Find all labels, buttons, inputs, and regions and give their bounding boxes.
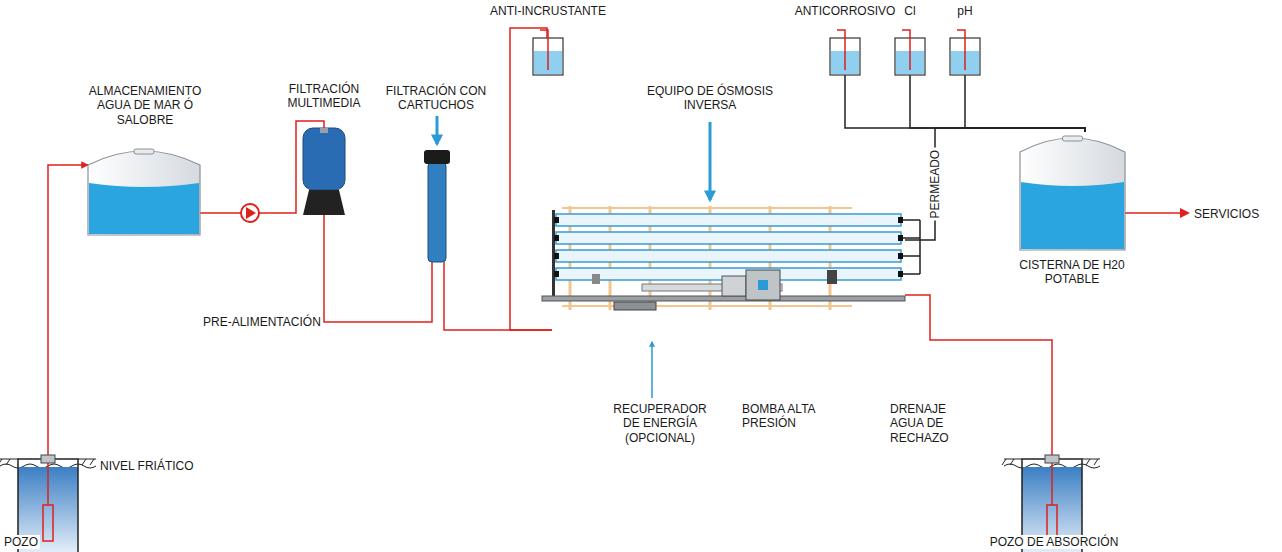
dosing-line bbox=[837, 30, 845, 70]
high-pressure-pump bbox=[746, 270, 780, 300]
end-cap bbox=[554, 217, 559, 223]
equipment-graphic bbox=[533, 38, 563, 75]
equipment-graphic bbox=[950, 38, 980, 75]
equipment-node: POZO DE ABSORCIÓN bbox=[1022, 455, 1082, 552]
equipment-node: FILTRACIÓN CON CARTUCHOS bbox=[424, 150, 450, 262]
energy-recovery bbox=[614, 302, 656, 310]
permeate-manifold bbox=[901, 220, 920, 274]
feed-pump bbox=[241, 204, 259, 222]
equipment-node: POZO bbox=[18, 455, 78, 552]
callout-label: SERVICIOS bbox=[1194, 207, 1259, 221]
callout-label: PRE-ALIMENTACIÓN bbox=[203, 315, 321, 329]
pointer-arrow bbox=[709, 122, 712, 200]
membrane-vessel bbox=[556, 214, 901, 226]
equipment-graphic bbox=[424, 150, 450, 262]
equipment-label: POZO DE ABSORCIÓN bbox=[982, 535, 1126, 549]
equipment-label: FILTRACIÓN CON CARTUCHOS bbox=[380, 84, 492, 113]
equipment-label: ANTI-INCRUSTANTE bbox=[480, 4, 616, 18]
pipe-connector bbox=[910, 75, 1085, 132]
equipment-label: ANTICORROSIVO bbox=[790, 4, 900, 18]
equipment-node: Cl bbox=[895, 38, 925, 75]
equipment-node: FILTRACIÓN MULTIMEDIA bbox=[303, 128, 345, 215]
equipment-label: EQUIPO DE ÓSMOSIS INVERSA bbox=[640, 84, 780, 113]
callout-label: RECUPERADOR DE ENERGÍA (OPCIONAL) bbox=[605, 402, 715, 445]
wellhead bbox=[1045, 455, 1059, 463]
equipment-node: CISTERNA DE H20 POTABLE bbox=[1020, 132, 1125, 250]
equipment-graphic bbox=[895, 38, 925, 75]
equipment-label: POZO bbox=[2, 535, 40, 549]
equipment-label: Cl bbox=[898, 4, 922, 18]
membrane-vessel bbox=[556, 250, 901, 262]
equipment-node: pH bbox=[950, 38, 980, 75]
tank-water bbox=[1021, 182, 1124, 249]
submersible-pump bbox=[43, 505, 53, 541]
pipe-connector bbox=[48, 165, 88, 455]
pipe-connector bbox=[965, 75, 1085, 132]
equipment-graphic bbox=[1020, 132, 1125, 250]
tank-lid bbox=[1063, 136, 1083, 141]
equipment-label: FILTRACIÓN MULTIMEDIA bbox=[284, 82, 364, 111]
tank-lid bbox=[134, 149, 154, 154]
edge-label: PERMEADO bbox=[928, 148, 942, 221]
pipe-connector bbox=[845, 75, 1085, 132]
service-arrow bbox=[1125, 212, 1180, 214]
pump-badge bbox=[758, 280, 768, 290]
end-cap bbox=[554, 271, 559, 277]
vessel-stand bbox=[303, 190, 345, 215]
pipe-connector bbox=[324, 215, 432, 322]
skid-frame bbox=[542, 296, 905, 301]
dosing-line bbox=[902, 30, 910, 70]
tank-body bbox=[1020, 138, 1125, 250]
equipment-graphic bbox=[88, 145, 200, 235]
valve bbox=[827, 270, 837, 284]
tank-water bbox=[89, 183, 199, 234]
vessel-valve bbox=[320, 128, 328, 133]
equipment-label: ALMACENAMIENTO AGUA DE MAR Ó SALOBRE bbox=[84, 84, 206, 127]
service-arrowhead bbox=[1180, 208, 1190, 218]
end-cap bbox=[554, 235, 559, 241]
pump-motor bbox=[722, 276, 746, 296]
valve bbox=[592, 274, 600, 284]
tank-body bbox=[88, 151, 200, 235]
end-cap bbox=[898, 235, 903, 241]
pointer-arrow bbox=[436, 116, 439, 144]
equipment-graphic bbox=[303, 128, 345, 215]
cartridge-cap bbox=[424, 150, 450, 164]
callout-label: NIVEL FRIÁTICO bbox=[100, 459, 194, 473]
equipment-graphic bbox=[552, 210, 905, 335]
end-cap bbox=[554, 253, 559, 259]
filter-vessel bbox=[303, 128, 345, 190]
equipment-node: ANTI-INCRUSTANTE bbox=[533, 38, 563, 75]
wellhead bbox=[41, 455, 55, 463]
equipment-node: EQUIPO DE ÓSMOSIS INVERSA bbox=[552, 210, 905, 335]
dosing-line bbox=[540, 30, 548, 70]
end-cap bbox=[898, 253, 903, 259]
callout-label: BOMBA ALTA PRESIÓN bbox=[742, 402, 828, 431]
end-cap bbox=[898, 217, 903, 223]
end-cap bbox=[898, 271, 903, 277]
leader-line bbox=[651, 342, 653, 398]
equipment-label: pH bbox=[950, 4, 980, 18]
dosing-line bbox=[957, 30, 965, 70]
equipment-label: CISTERNA DE H20 POTABLE bbox=[1012, 258, 1132, 287]
pipe-connector bbox=[444, 262, 552, 330]
cartridge-body bbox=[428, 162, 446, 262]
equipment-node: ANTICORROSIVO bbox=[830, 38, 860, 75]
equipment-node: ALMACENAMIENTO AGUA DE MAR Ó SALOBRE bbox=[88, 145, 200, 235]
equipment-graphic bbox=[830, 38, 860, 75]
callout-label: DRENAJE AGUA DE RECHAZO bbox=[890, 402, 962, 445]
membrane-vessel bbox=[556, 232, 901, 244]
